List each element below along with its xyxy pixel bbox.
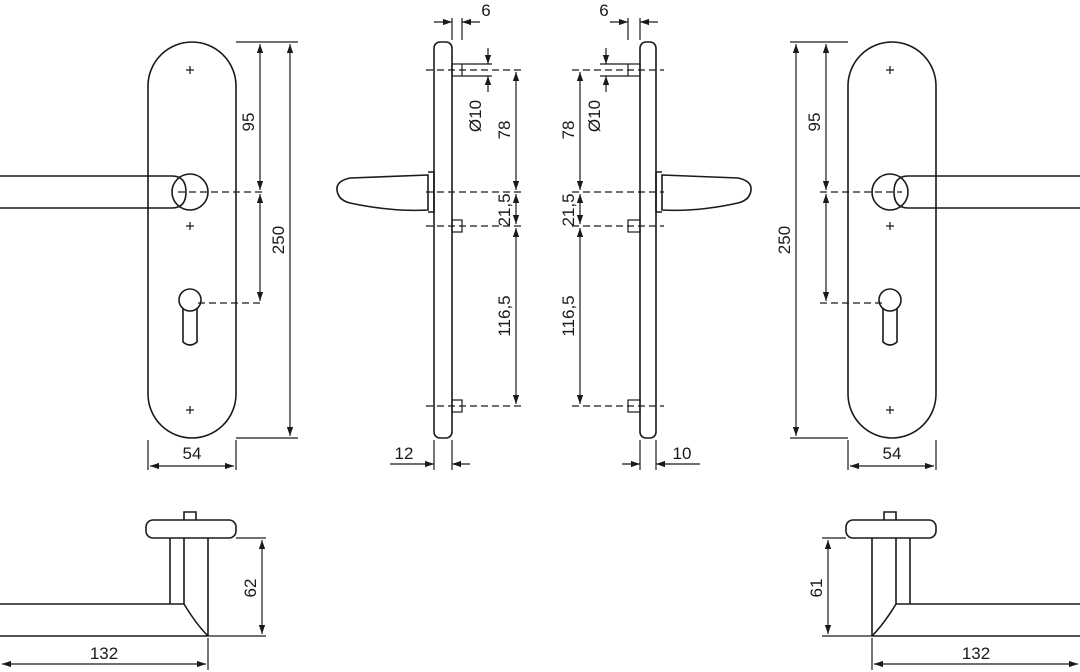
rose-top — [845, 519, 937, 539]
dim-label-78: 78 — [495, 121, 514, 140]
dim-label-95: 95 — [239, 113, 258, 132]
right-side-view: Ø10 6 78 21,5 116,5 10 — [559, 1, 752, 470]
dim-label-116-5: 116,5 — [495, 295, 514, 336]
backplate-outline — [847, 41, 937, 439]
dim-label-95: 95 — [805, 113, 824, 132]
dim-label-78: 78 — [559, 121, 578, 140]
lever-arm — [872, 603, 1080, 637]
screw-mark — [886, 66, 894, 74]
rose-circle — [171, 173, 209, 211]
lever-neck — [169, 538, 209, 637]
dim-label-21-5: 21,5 — [495, 193, 514, 226]
spindle — [883, 511, 897, 520]
dim-label-62: 62 — [241, 579, 260, 598]
backplate-side — [639, 41, 657, 439]
left-top-view: 62 132 — [0, 511, 266, 670]
screw-mark — [186, 222, 194, 230]
lever-side-profile — [661, 174, 752, 212]
dim-label-54: 54 — [183, 444, 202, 463]
dim-label-21-5: 21,5 — [559, 193, 578, 226]
screw-mark — [186, 406, 194, 414]
dim-label-132: 132 — [962, 644, 990, 663]
right-front-view: 95 250 54 — [775, 41, 1080, 470]
lever-neck — [871, 538, 911, 637]
spindle — [183, 511, 197, 520]
screw-mark — [186, 66, 194, 74]
dim-label-61: 61 — [807, 579, 826, 598]
lever-bar — [893, 175, 1080, 209]
dim-label-bore-10: Ø10 — [466, 100, 485, 132]
backplate-side — [433, 41, 453, 439]
rose-circle — [871, 173, 909, 211]
left-side-view: Ø10 6 78 21,5 116,5 12 — [336, 1, 522, 470]
lever-arm — [0, 603, 208, 637]
dim-label-250: 250 — [775, 226, 794, 254]
dim-label-6-right: 6 — [599, 1, 608, 20]
rose-top — [145, 519, 237, 539]
dim-label-10: 10 — [673, 444, 692, 463]
screw-mark — [886, 222, 894, 230]
keyhole-icon — [878, 288, 902, 346]
lever-bar — [0, 175, 187, 209]
dim-label-132: 132 — [90, 644, 118, 663]
left-front-view: 95 250 54 — [0, 41, 298, 470]
dim-label-116-5: 116,5 — [559, 295, 578, 336]
screw-mark — [886, 406, 894, 414]
right-top-view: 61 132 — [807, 511, 1080, 670]
keyhole-icon — [178, 288, 202, 346]
backplate-outline — [147, 41, 237, 439]
lever-side-profile — [336, 174, 429, 212]
dim-label-6-left: 6 — [481, 1, 490, 20]
dim-label-bore-10: Ø10 — [585, 100, 604, 132]
dim-label-12: 12 — [395, 444, 414, 463]
dim-label-54: 54 — [883, 444, 902, 463]
dim-label-250: 250 — [269, 226, 288, 254]
